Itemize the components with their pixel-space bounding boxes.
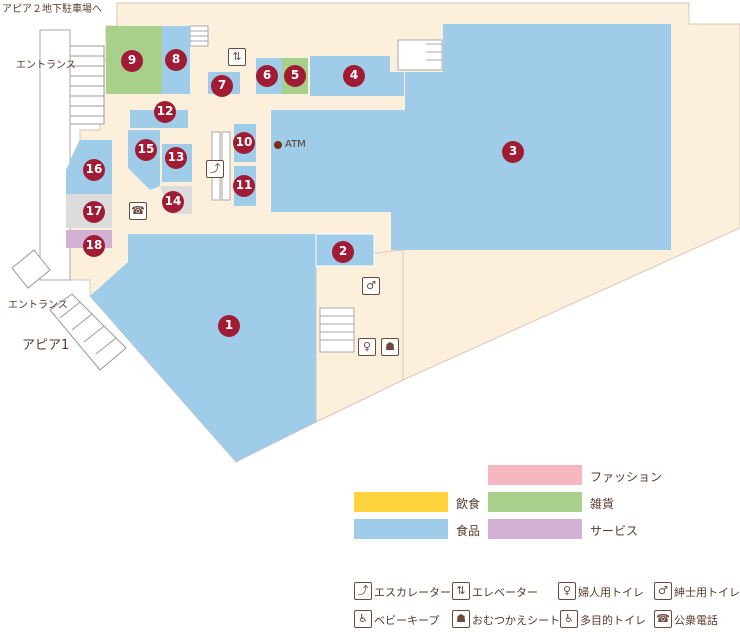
store-number-18[interactable]: 18 <box>85 238 103 252</box>
mens-toilet-icon: ♂ <box>362 277 380 295</box>
womens-toilet-icon: ♀ <box>358 338 376 356</box>
store-number-11[interactable]: 11 <box>235 178 253 192</box>
legend-label-goods: 雑貨 <box>590 497 615 511</box>
store-number-12[interactable]: 12 <box>156 104 174 118</box>
entrance-north-label: エントランス <box>16 60 76 71</box>
store-number-1[interactable]: 1 <box>224 318 234 332</box>
diaper-sheet-icon: ☗ <box>381 338 399 356</box>
legend-baby-keep-label: ベビーキープ <box>374 614 440 627</box>
store-number-13[interactable]: 13 <box>167 150 185 164</box>
atm-label: ATM <box>285 139 306 150</box>
store-number-15[interactable]: 15 <box>137 142 155 156</box>
legend-label-food-drink: 飲食 <box>456 497 481 511</box>
legend-mens-toilet-label: 紳士用トイレ <box>674 586 740 599</box>
parking-label: アピア２地下駐車場へ <box>2 4 102 15</box>
legend-mens-toilet-icon: ♂ <box>654 582 672 600</box>
store-blocks <box>66 24 671 462</box>
legend-swatch-fashion <box>488 465 582 485</box>
stairs-center <box>189 25 443 353</box>
store-3 <box>271 24 671 250</box>
legend-diaper-sheet-label: おむつかえシート <box>472 614 560 627</box>
legend-escalator-icon: ⤴ <box>354 582 372 600</box>
legend-swatch-goods <box>488 492 582 512</box>
store-number-2[interactable]: 2 <box>338 244 348 258</box>
escalator-icon: ⤴ <box>206 160 224 178</box>
store-number-16[interactable]: 16 <box>85 162 103 176</box>
store-number-3[interactable]: 3 <box>508 144 518 158</box>
store-markers <box>83 49 524 337</box>
legend-baby-keep-icon: ♿ <box>354 610 372 628</box>
legend-label-service: サービス <box>590 524 639 538</box>
public-phone-icon: ☎ <box>129 202 147 220</box>
atm-dot <box>274 141 282 149</box>
legend-public-phone-icon: ☎ <box>654 610 672 628</box>
legend-swatch-food-drink <box>354 492 448 512</box>
legend-womens-toilet-label: 婦人用トイレ <box>578 586 644 599</box>
legend-swatch-service <box>488 519 582 539</box>
entrance-stairs-north <box>69 45 105 125</box>
store-number-14[interactable]: 14 <box>164 194 182 208</box>
legend-multipurpose-toilet-icon: ♿ <box>560 610 578 628</box>
store-number-5[interactable]: 5 <box>290 68 300 82</box>
store-1 <box>90 234 316 462</box>
entrance-structure-southwest <box>11 249 127 371</box>
passage-west <box>39 29 71 281</box>
store-number-6[interactable]: 6 <box>262 68 272 82</box>
legend-escalator-label: エスカレーター <box>374 586 451 599</box>
store-number-10[interactable]: 10 <box>235 135 253 149</box>
legend-elevator-icon: ⇅ <box>452 582 470 600</box>
elevator-icon: ⇅ <box>228 48 246 66</box>
legend-label-grocery: 食品 <box>456 524 481 538</box>
legend-multipurpose-toilet-label: 多目的トイレ <box>580 614 646 627</box>
legend-public-phone-label: 公衆電話 <box>674 614 718 627</box>
store-number-7[interactable]: 7 <box>217 78 227 92</box>
store-number-17[interactable]: 17 <box>85 204 103 218</box>
apia1-label: アピア1 <box>22 338 70 353</box>
store-number-9[interactable]: 9 <box>127 53 137 67</box>
store-number-8[interactable]: 8 <box>171 52 181 66</box>
legend-womens-toilet-icon: ♀ <box>558 582 576 600</box>
legend-swatch-grocery <box>354 519 448 539</box>
legend-elevator-label: エレベーター <box>472 586 538 599</box>
store-number-4[interactable]: 4 <box>349 68 359 82</box>
legend-diaper-sheet-icon: ☗ <box>452 610 470 628</box>
legend-label-fashion: ファッション <box>590 470 663 484</box>
entrance-south-label: エントランス <box>8 300 68 311</box>
